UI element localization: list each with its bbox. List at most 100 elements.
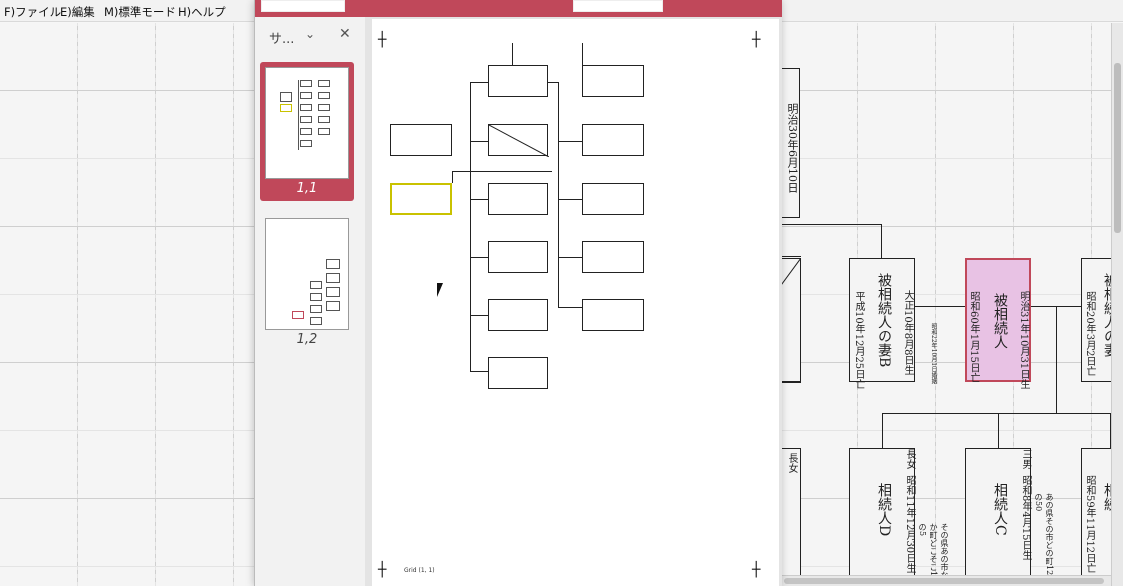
heir-c-relation: 三男 — [1020, 449, 1031, 469]
sidebar-title: サ... — [269, 32, 295, 47]
daughter-label: 長女 — [786, 453, 797, 473]
wife-name: 被相続人の妻B — [876, 273, 892, 368]
toolbar-field[interactable] — [261, 0, 345, 12]
mini-box — [310, 281, 322, 289]
tree-line — [558, 141, 582, 142]
preview-area[interactable]: ┼ ┼ ┼ ┼ — [365, 17, 782, 586]
heir-c-birth: 昭和8年4月15日生 — [1020, 475, 1031, 561]
close-icon[interactable]: ✕ — [339, 26, 351, 42]
mini-box — [300, 128, 312, 135]
page-box — [488, 299, 548, 331]
page-box — [582, 124, 644, 156]
page-box — [582, 183, 644, 215]
mini-box — [318, 116, 330, 123]
heir-c-address: あの県その市どの町1234の50 — [1034, 493, 1054, 586]
menu-help[interactable]: H)ヘルプ — [178, 5, 226, 19]
decedent-box[interactable] — [965, 258, 1031, 382]
mini-box — [318, 104, 330, 111]
scroll-thumb[interactable] — [784, 578, 1104, 584]
print-preview-dialog: サ... ⌄ ✕ 1,1 — [254, 0, 782, 586]
page-thumbnail-sidebar: サ... ⌄ ✕ 1,1 — [255, 17, 365, 586]
tree-line — [470, 82, 471, 371]
diagonal-mark — [488, 124, 550, 158]
horizontal-scrollbar[interactable] — [780, 575, 1111, 586]
vertical-scrollbar[interactable] — [1111, 23, 1123, 586]
mini-box — [300, 116, 312, 123]
connector — [881, 224, 882, 259]
mini-box — [292, 311, 304, 319]
crop-mark: ┼ — [752, 562, 761, 578]
thumbnail-page — [265, 67, 349, 179]
mini-box — [318, 128, 330, 135]
mini-box — [280, 92, 292, 102]
diagonal-mark — [779, 258, 801, 288]
marriage-date: 昭和22年10月1日婚姻 — [930, 323, 937, 385]
mini-box — [318, 92, 330, 99]
heir-d-name: 相続人D — [876, 483, 892, 537]
menu-mode[interactable]: M)標準モード — [104, 5, 176, 19]
wife-birth: 大正10年8月8日生 — [902, 290, 913, 376]
tree-line — [452, 171, 552, 172]
heir-partial-death: 昭和59年11月12日亡 — [1084, 475, 1095, 574]
tree-line — [558, 257, 582, 258]
preview-page: ┼ ┼ ┼ ┼ — [372, 19, 779, 586]
page-box — [488, 183, 548, 215]
grid-label: Grid (1, 1) — [404, 567, 435, 574]
heir-d-address: その県あの市なんとか町どこそこ1234の5 — [918, 523, 949, 586]
menu-file[interactable]: F)ファイル — [4, 5, 62, 19]
page-box — [582, 65, 644, 97]
connector — [779, 382, 801, 383]
wife-box[interactable] — [849, 258, 915, 382]
connector — [998, 413, 999, 448]
crop-mark: ┼ — [378, 32, 387, 48]
menu-edit[interactable]: E)編集 — [60, 5, 95, 19]
tree-line — [452, 171, 453, 183]
mini-box — [318, 80, 330, 87]
page-box — [582, 299, 644, 331]
mini-box — [326, 287, 340, 297]
toolbar-field[interactable] — [573, 0, 663, 12]
heir-d-birth: 昭和11年12月30日生 — [904, 475, 915, 574]
mini-box — [326, 301, 340, 311]
mini-box — [300, 104, 312, 111]
thumbnail-page — [265, 218, 349, 330]
heir-c-box[interactable] — [965, 448, 1031, 586]
connector — [779, 256, 801, 257]
mini-box — [326, 273, 340, 283]
decedent-name: 被相続人 — [992, 293, 1008, 349]
mini-box — [300, 92, 312, 99]
page-box — [390, 124, 452, 156]
mini-box — [280, 104, 292, 112]
connector — [1056, 306, 1057, 414]
scroll-thumb[interactable] — [1114, 63, 1121, 233]
mini-box — [310, 305, 322, 313]
page-label: 1,1 — [296, 181, 318, 196]
page-box-highlight — [390, 183, 452, 215]
children-line — [882, 413, 1057, 414]
mini-box — [310, 293, 322, 301]
tree-line — [582, 43, 583, 68]
tree-line — [470, 257, 488, 258]
tree-line — [558, 307, 582, 308]
heir-d-box[interactable] — [849, 448, 915, 586]
second-wife-death: 昭和20年3月2日亡 — [1084, 291, 1095, 377]
tree-line — [470, 141, 488, 142]
page-box — [488, 65, 548, 97]
chevron-down-icon[interactable]: ⌄ — [305, 27, 316, 41]
decedent-birth: 明治31年10月31日生 — [1018, 291, 1029, 390]
connector — [882, 413, 883, 448]
connector — [1056, 413, 1116, 414]
page-label: 1,2 — [296, 332, 318, 347]
page-box — [488, 124, 550, 158]
page-thumbnail-1-2[interactable]: 1,2 — [260, 213, 354, 352]
page-box — [488, 357, 548, 389]
tree-line — [558, 82, 559, 307]
tree-line — [558, 199, 582, 200]
crop-mark: ┼ — [378, 562, 387, 578]
page-box — [582, 241, 644, 273]
connector — [779, 224, 882, 225]
crop-mark: ┼ — [752, 32, 761, 48]
connector — [1110, 413, 1111, 448]
mouse-cursor-icon — [437, 283, 443, 297]
page-thumbnail-1-1[interactable]: 1,1 — [260, 62, 354, 201]
